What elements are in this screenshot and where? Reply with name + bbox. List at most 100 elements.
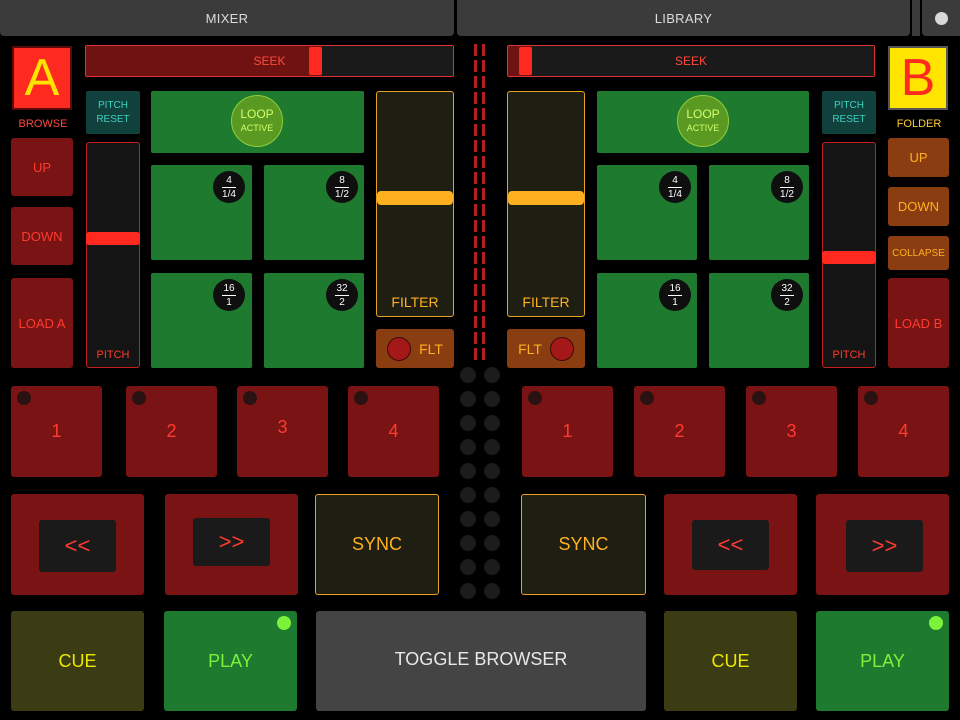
deck-b-flt-button[interactable]: FLT	[507, 329, 585, 368]
record-button[interactable]	[922, 0, 960, 36]
deck-a-pitch-label: PITCH	[96, 349, 130, 361]
deck-b-seek-handle[interactable]	[519, 47, 532, 75]
deck-b-pitch-reset-button[interactable]: PITCH RESET	[822, 91, 876, 134]
loop-size-bars: 1/2	[335, 188, 349, 200]
grid-dot	[460, 415, 476, 431]
grid-dot	[484, 391, 500, 407]
browse-down-button[interactable]: DOWN	[11, 207, 73, 265]
deck-a-pitch-slider[interactable]: PITCH	[86, 142, 140, 368]
deck-b-cue-button[interactable]: CUE	[664, 611, 797, 711]
grid-dot	[460, 511, 476, 527]
deck-a-seek-label: SEEK	[253, 54, 286, 68]
folder-up-button[interactable]: UP	[888, 138, 949, 177]
deck-b-filter-slider[interactable]: FILTER	[507, 91, 585, 317]
deck-b-hotcue-3[interactable]: 3	[746, 386, 837, 477]
grid-dot	[484, 535, 500, 551]
deck-a-cue-button[interactable]: CUE	[11, 611, 144, 711]
deck-b-filter-handle[interactable]	[508, 191, 584, 205]
deck-b-rewind-button[interactable]: <<	[664, 494, 797, 595]
load-a-label: LOAD A	[18, 315, 66, 331]
deck-a-hotcue-1[interactable]: 1	[11, 386, 102, 477]
deck-b-cue-label: CUE	[711, 650, 750, 671]
hotcue-label: 1	[51, 421, 62, 441]
deck-b-hotcue-1[interactable]: 1	[522, 386, 613, 477]
toggle-browser-label: TOGGLE BROWSER	[394, 648, 568, 669]
toggle-browser-button[interactable]: TOGGLE BROWSER	[316, 611, 646, 711]
collapse-label: COLLAPSE	[892, 247, 945, 259]
hotcue-led-icon	[864, 391, 878, 405]
tab-mixer[interactable]: MIXER	[0, 0, 454, 36]
deck-a-hotcue-2[interactable]: 2	[126, 386, 217, 477]
deck-a-hotcue-4[interactable]: 4	[348, 386, 439, 477]
grid-dot	[484, 415, 500, 431]
deck-b-sync-button[interactable]: SYNC	[521, 494, 646, 595]
grid-dot	[460, 463, 476, 479]
deck-a-forward-button[interactable]: >>	[165, 494, 298, 595]
grid-dot	[484, 559, 500, 575]
deck-a-filter-handle[interactable]	[377, 191, 453, 205]
grid-dot	[460, 535, 476, 551]
tab-mixer-label: MIXER	[205, 10, 249, 26]
deck-b-seek-bar[interactable]: SEEK	[507, 45, 875, 77]
deck-b-pitch-handle[interactable]	[822, 251, 876, 264]
deck-a-hotcue-3[interactable]: 3	[237, 386, 328, 477]
deck-a-seek-bar[interactable]: SEEK	[85, 45, 454, 77]
deck-a-play-label: PLAY	[208, 650, 253, 671]
deck-a-flt-button[interactable]: FLT	[376, 329, 454, 368]
tab-library[interactable]: LIBRARY	[457, 0, 910, 36]
grid-dot	[460, 583, 476, 599]
hotcue-label: 3	[786, 421, 797, 441]
center-dot-grid	[458, 365, 502, 605]
deck-a-sync-button[interactable]: SYNC	[315, 494, 439, 595]
folder-down-button[interactable]: DOWN	[888, 187, 949, 226]
loop-size-beats: 16	[223, 282, 235, 294]
deck-a-filter-slider[interactable]: FILTER	[376, 91, 454, 317]
deck-a-flt-led-icon	[387, 336, 412, 361]
grid-dot	[460, 559, 476, 575]
collapse-button[interactable]: COLLAPSE	[888, 236, 949, 270]
deck-a-pitch-reset-button[interactable]: PITCH RESET	[86, 91, 140, 134]
deck-b-forward-button[interactable]: >>	[816, 494, 949, 595]
browse-up-button[interactable]: UP	[11, 138, 73, 196]
deck-b-hotcue-2[interactable]: 2	[634, 386, 725, 477]
deck-b-badge: B	[888, 46, 948, 110]
deck-a-cue-label: CUE	[58, 650, 97, 671]
rewind-icon: <<	[692, 520, 769, 570]
loop-size-bars: 1/4	[222, 188, 236, 200]
grid-dot	[484, 487, 500, 503]
deck-a-loop-active-indicator: LOOP ACTIVE	[231, 95, 283, 147]
hotcue-led-icon	[354, 391, 368, 405]
deck-b-hotcue-4[interactable]: 4	[858, 386, 949, 477]
deck-b-loop-button[interactable]: LOOP ACTIVE	[597, 91, 809, 153]
deck-b-flt-led-icon	[549, 336, 574, 361]
deck-b-play-button[interactable]: PLAY	[816, 611, 949, 711]
fast-forward-icon: >>	[846, 520, 923, 572]
load-a-button[interactable]: LOAD A	[11, 278, 73, 368]
hotcue-led-icon	[640, 391, 654, 405]
deck-b-sync-label: SYNC	[558, 534, 609, 554]
deck-a-seek-handle[interactable]	[309, 47, 322, 75]
deck-b-pitch-slider[interactable]: PITCH	[822, 142, 876, 368]
deck-a-loop-button[interactable]: LOOP ACTIVE	[151, 91, 364, 153]
deck-b-flt-label: FLT	[518, 340, 542, 357]
deck-a-pitch-handle[interactable]	[86, 232, 140, 245]
hotcue-label: 2	[166, 421, 177, 441]
deck-a-play-button[interactable]: PLAY	[164, 611, 297, 711]
deck-a-rewind-button[interactable]: <<	[11, 494, 144, 595]
deck-b-letter: B	[900, 49, 936, 107]
hotcue-label: 3	[277, 417, 288, 437]
deck-a-filter-label: FILTER	[391, 294, 439, 310]
grid-dot	[460, 391, 476, 407]
load-b-button[interactable]: LOAD B	[888, 278, 949, 368]
